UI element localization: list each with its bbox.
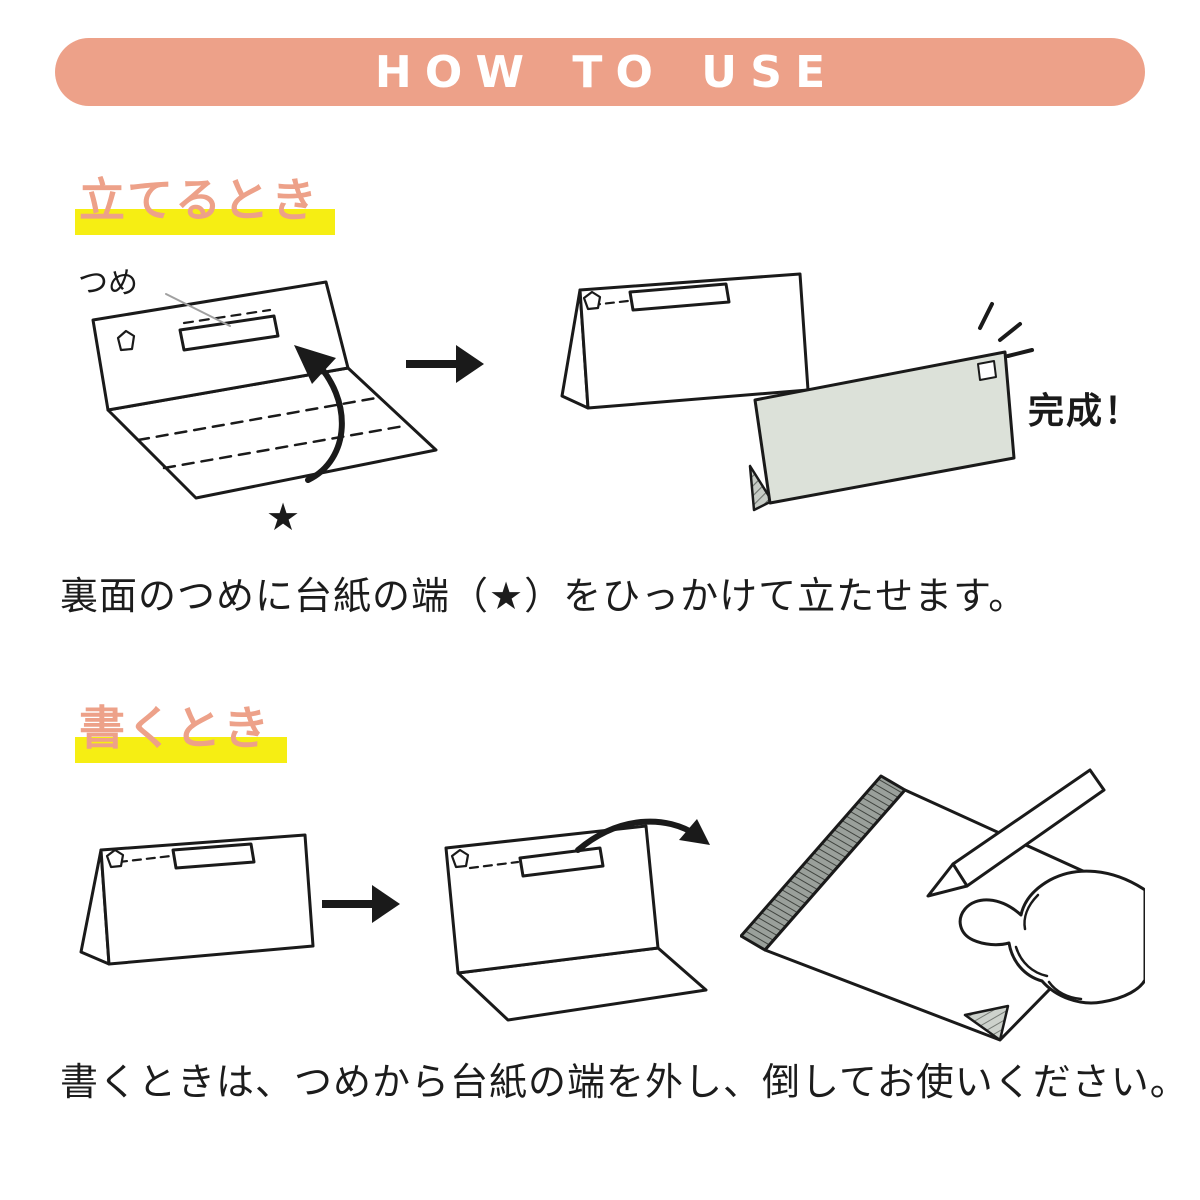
curved-arrow-head-icon	[294, 345, 336, 384]
flat-card-diagram: ★	[91, 280, 438, 539]
standing-card-diagram-2	[79, 833, 315, 966]
unfolding-card-diagram	[444, 818, 710, 1022]
writing-hand-diagram	[740, 768, 1145, 1042]
star-marker: ★	[266, 495, 300, 539]
tsume-label: つめ	[78, 266, 138, 301]
diagram-stand-step1: つめ ★	[68, 250, 468, 570]
stand-caption: 裏面のつめに台紙の端（★）をひっかけて立たせます。	[60, 574, 1028, 618]
finished-card-diagram	[748, 302, 1034, 512]
emphasis-marks-icon	[1006, 348, 1034, 358]
done-label: 完成！	[1028, 391, 1143, 432]
diagram-stand-finished	[742, 298, 1042, 543]
diagram-write-step2	[408, 808, 718, 1043]
write-caption: 書くときは、つめから台紙の端を外し、倒してお使いください。	[60, 1060, 1189, 1104]
section-stand-heading-text: 立てるとき	[75, 173, 335, 235]
standing-card-diagram	[560, 272, 810, 410]
hand-icon	[958, 869, 1145, 1005]
section-write-heading-text: 書くとき	[75, 701, 287, 763]
right-arrow-icon	[322, 885, 400, 923]
emphasis-marks-icon	[998, 322, 1022, 342]
pen-icon	[926, 768, 1106, 898]
curved-arrow-icon	[575, 818, 701, 853]
emphasis-marks-icon	[978, 302, 994, 330]
section-write-heading: 書くとき	[75, 700, 287, 763]
diagram-write-step1	[55, 820, 325, 1020]
right-arrow-icon	[406, 345, 484, 383]
banner-title: HOW TO USE	[374, 46, 839, 98]
diagram-write-step3	[740, 768, 1145, 1053]
curved-arrow-head-icon	[679, 819, 710, 845]
banner: HOW TO USE	[55, 38, 1145, 106]
diagram-stand-step2	[528, 258, 828, 458]
curved-arrow-icon	[305, 357, 345, 483]
section-stand-heading: 立てるとき	[75, 172, 335, 235]
